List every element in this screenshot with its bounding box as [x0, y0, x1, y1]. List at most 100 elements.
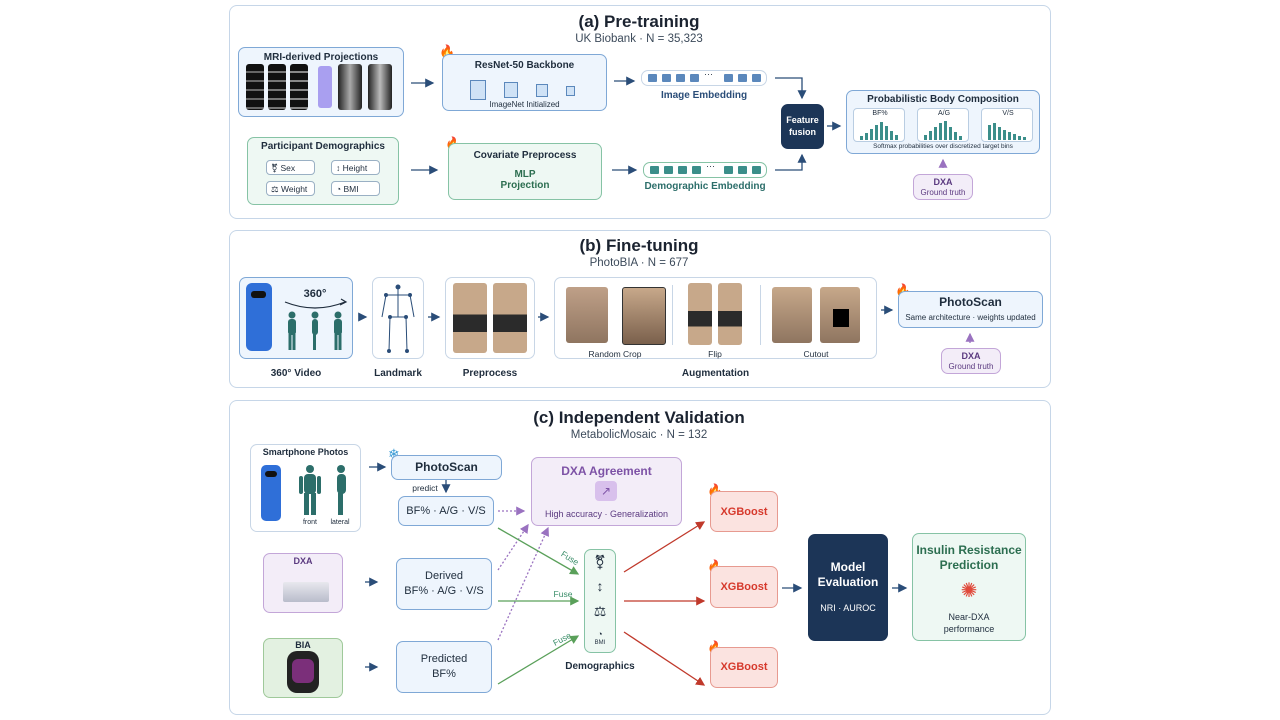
vs-histogram-bars: [988, 123, 1026, 140]
demographics-title: Participant Demographics: [261, 141, 385, 152]
resnet-title: ResNet-50 Backbone: [474, 60, 575, 71]
bmi-icon: ◔: [336, 184, 344, 194]
rotation-label: 360°: [303, 288, 327, 300]
lateral-label: lateral: [330, 519, 350, 526]
model-evaluation-box: [808, 534, 888, 641]
video-label: 360° Video: [270, 368, 322, 379]
prob-caption: Softmax probabilities over discretized t…: [873, 143, 1013, 150]
mri-slice-image: [290, 64, 308, 110]
dxa-subtitle: Ground truth: [948, 362, 994, 371]
photoscan-outputs-label: BF% · A/G · V/S: [406, 505, 486, 517]
flip-photo-left: [688, 283, 712, 345]
bmi-chip: ◔ BMI: [331, 181, 380, 196]
chart-line-icon: ↗: [595, 481, 617, 501]
vs-histogram: V/S: [981, 108, 1033, 142]
panel-b-title: (b) Fine-tuning: [579, 236, 699, 255]
sex-icon: ⚧: [271, 163, 281, 173]
weight-icon: ⚖: [271, 184, 281, 194]
xgboost-box-3: [710, 647, 778, 688]
resnet-subtitle: ImageNet Initialized: [489, 100, 560, 109]
panel-c-subtitle: MetabolicMosaic · N = 132: [570, 429, 708, 441]
mri-slice-image: [268, 64, 286, 110]
cutout-photo-original: [772, 287, 812, 343]
cutout-photo-masked: [820, 287, 860, 343]
photoscan-title: PhotoScan: [939, 295, 1002, 309]
photoscan-outputs-box: [398, 496, 494, 526]
front-label: front: [302, 519, 317, 526]
fuse-label: Fuse: [553, 589, 573, 599]
mri-thumbnails: [246, 64, 398, 112]
random-crop-photo: [566, 287, 608, 343]
xgboost-label: XGBoost: [720, 506, 768, 518]
body-views-icon: [288, 311, 342, 350]
panel-a-subtitle: UK Biobank · N = 35,323: [575, 33, 703, 45]
flip-label: Flip: [708, 349, 722, 359]
dxa-agreement-title: DXA Agreement: [561, 464, 652, 478]
height-chip: ↕ Height: [331, 160, 380, 175]
bf-histogram: BF%: [853, 108, 905, 142]
panel-a-title: (a) Pre-training: [578, 12, 700, 31]
weight-chip: ⚖ Weight: [266, 181, 315, 196]
cell-icon: ✺: [960, 580, 978, 602]
photoscan-finetune-box: [898, 291, 1043, 328]
covariate-subtitle: MLP Projection: [500, 169, 550, 191]
feature-fusion-box: [781, 104, 824, 149]
bia-label: BIA: [295, 640, 311, 650]
embedding-ellipsis: ···: [706, 161, 715, 171]
weight-chip-label: Weight: [280, 184, 308, 194]
smartphone-icon: [261, 465, 281, 521]
predicted-label: Predicted BF%: [420, 653, 468, 680]
covariate-preprocess-box: [448, 143, 602, 200]
preprocess-label: Preprocess: [462, 368, 518, 379]
model-evaluation-title: Model Evaluation: [817, 560, 879, 589]
preprocessed-front-photo: [453, 283, 487, 353]
cutout-label: Cutout: [803, 349, 829, 359]
demographics-label: Demographics: [565, 661, 635, 672]
image-embedding-vector: ···: [641, 69, 767, 86]
mri-slice-image: [246, 64, 264, 110]
dxa-title: DXA: [933, 177, 953, 187]
sex-chip: ⚧ Sex: [266, 160, 315, 175]
random-crop-zoom-photo: [622, 287, 666, 345]
dxa-scanner-image: [283, 582, 329, 602]
dxa-scanner-label: DXA: [293, 556, 313, 566]
height-icon: ↕: [596, 578, 604, 594]
random-crop-label: Random Crop: [588, 349, 642, 359]
landmark-label: Landmark: [374, 368, 422, 379]
height-chip-label: Height: [342, 163, 368, 173]
sex-chip-label: Sex: [280, 163, 296, 173]
dxa-subtitle: Ground truth: [920, 188, 966, 197]
augmentation-label: Augmentation: [681, 368, 750, 379]
mri-body-mask-image: [318, 66, 332, 108]
demographic-embedding-vector: ···: [643, 161, 767, 178]
insulin-resistance-sub: Near-DXA performance: [943, 612, 995, 634]
dxa-ground-truth-box: [913, 174, 973, 200]
smartwatch-icon: [287, 651, 319, 693]
demographics-column-box: [584, 549, 616, 653]
dxa-title: DXA: [961, 351, 981, 361]
dxa-ground-truth-box: [941, 348, 1001, 374]
height-icon: ↕: [336, 163, 343, 173]
predicted-box: [396, 641, 492, 693]
bmi-label: BMI: [594, 640, 606, 646]
derived-label: Derived BF% · A/G · V/S: [404, 570, 484, 597]
mri-body-image: [338, 64, 362, 110]
aug-divider: [672, 285, 673, 345]
insulin-resistance-title: Insulin Resistance Prediction: [916, 543, 1022, 572]
hist-label: A/G: [937, 110, 951, 117]
photoscan-subtitle: Same architecture · weights updated: [905, 313, 1036, 322]
ag-histogram: A/G: [917, 108, 969, 142]
xgboost-label: XGBoost: [720, 581, 768, 593]
resnet-backbone-box: [442, 54, 607, 111]
covariate-title: Covariate Preprocess: [473, 150, 577, 161]
ag-histogram-bars: [924, 121, 962, 140]
hist-label: V/S: [1002, 110, 1014, 117]
smartphone-icon: [246, 283, 272, 351]
cutout-mask: [833, 309, 849, 327]
xgboost-box-1: [710, 491, 778, 532]
embedding-ellipsis: ···: [704, 69, 713, 79]
xgboost-label: XGBoost: [720, 661, 768, 673]
feature-fusion-label: Feature fusion: [786, 115, 819, 137]
bmi-icon: ◔: [597, 629, 603, 639]
